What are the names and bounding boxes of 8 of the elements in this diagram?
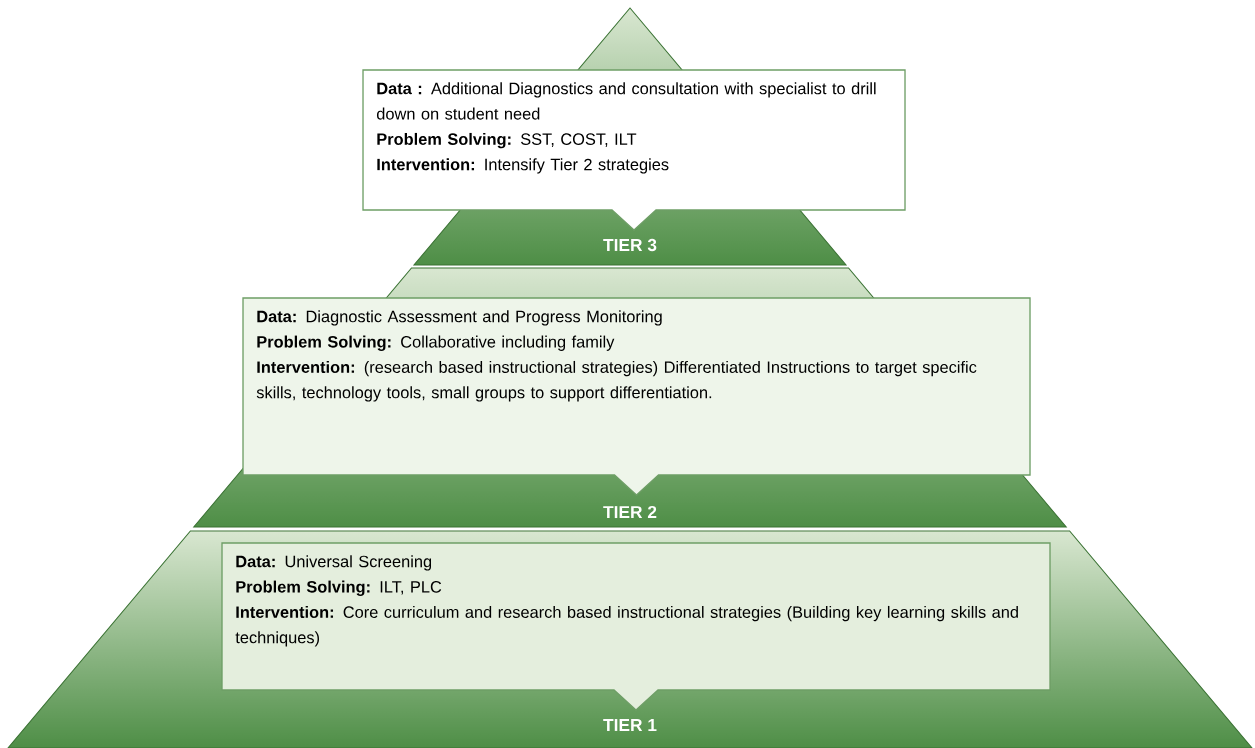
text-line: Data: Diagnostic Assessment and Progress Monitoring	[257, 310, 662, 326]
text-line: Problem Solving: Collaborative including family	[257, 335, 615, 351]
callout-box	[362, 69, 906, 231]
text-line: Problem Solving: ILT, PLC	[236, 580, 442, 596]
text-line: Intervention: Core curriculum and research based instructional strategies (Building key learning skills and techniques)	[235, 605, 1018, 647]
callout-box	[221, 542, 1051, 711]
text-line: Intervention: (research based instructional strategies) Differentiated Instructions to target specific skills, technology tools, small groups to support differentiation.	[256, 360, 977, 402]
text-line: Data: Universal Screening	[236, 555, 432, 571]
